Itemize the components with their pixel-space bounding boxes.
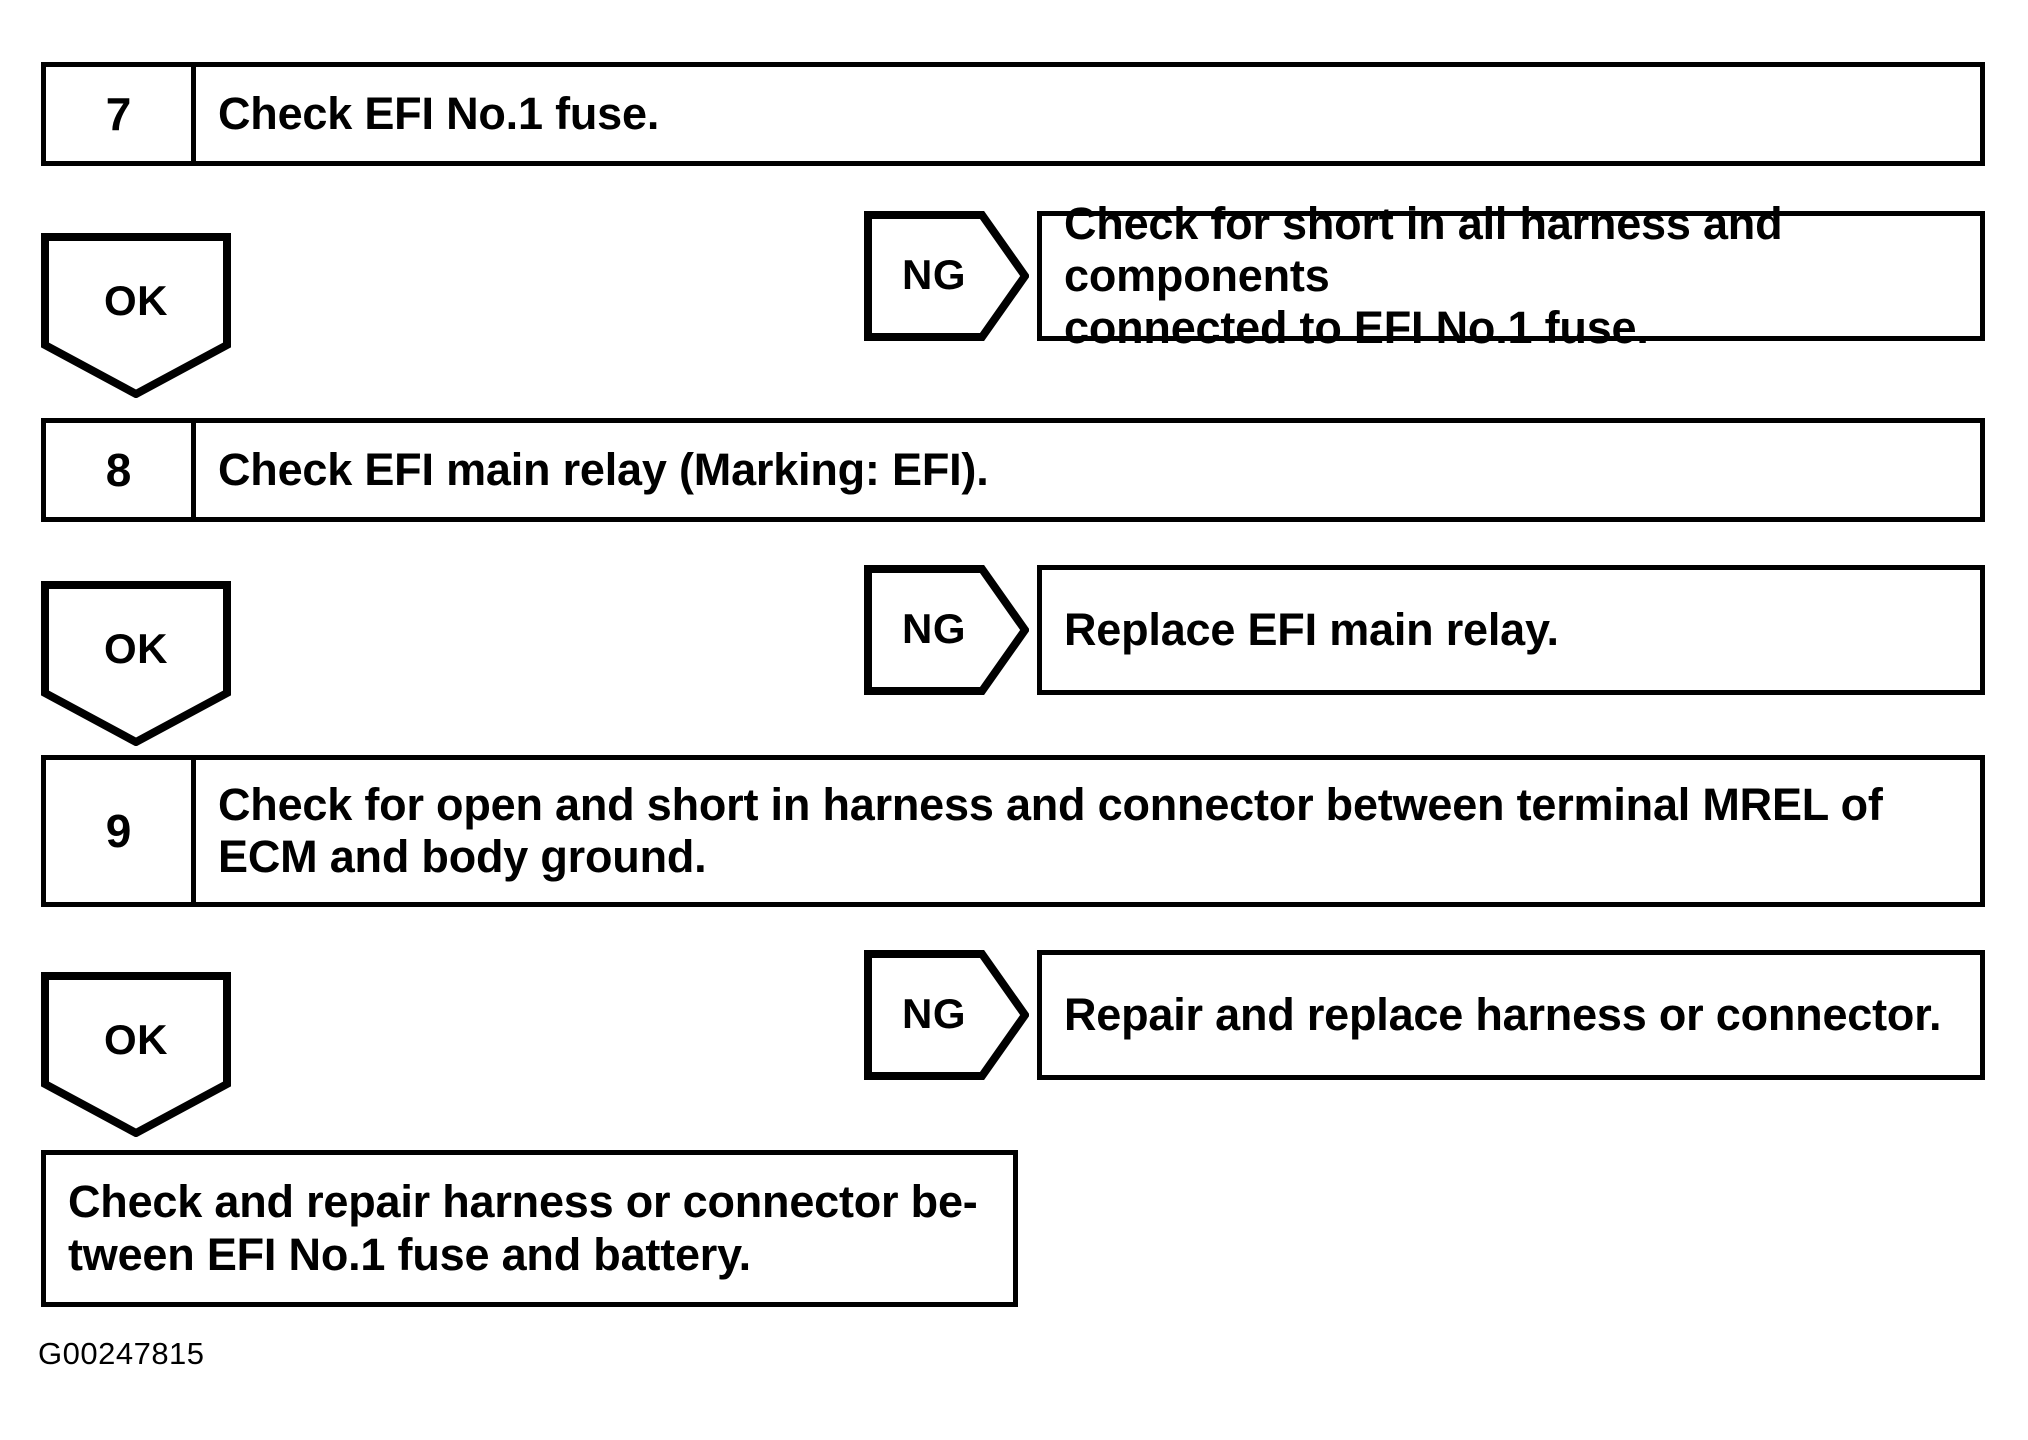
step-description: Check for open and short in harness and … [218, 778, 1883, 882]
ok-arrow-shape [41, 972, 231, 1137]
ng-arrow-9: NG [864, 950, 1029, 1080]
ok-arrow-8: OK [41, 581, 231, 746]
step-number: 9 [46, 760, 196, 902]
step-description: Check EFI No.1 fuse. [218, 87, 660, 139]
ok-arrow-label: OK [104, 1016, 168, 1063]
ng-result-text: Replace EFI main relay. [1064, 603, 1559, 655]
step-row-9: 9 Check for open and short in harness an… [41, 755, 1985, 907]
final-result-text: Check and repair harness or connector be… [68, 1176, 978, 1280]
step-row-7: 7 Check EFI No.1 fuse. [41, 62, 1985, 166]
ng-result-text: Check for short in all harness and compo… [1064, 197, 1783, 354]
ng-result-box-9: Repair and replace harness or connector. [1037, 950, 1985, 1080]
ng-arrow-shape [864, 211, 1029, 341]
ok-arrow-7: OK [41, 233, 231, 398]
ng-arrow-label: NG [902, 990, 966, 1037]
ok-arrow-9: OK [41, 972, 231, 1137]
step-number: 8 [46, 423, 196, 517]
ng-result-text: Repair and replace harness or connector. [1064, 988, 1942, 1040]
ng-result-box-8: Replace EFI main relay. [1037, 565, 1985, 695]
final-result-box: Check and repair harness or connector be… [41, 1150, 1018, 1307]
figure-code: G00247815 [38, 1336, 205, 1371]
step-description: Check EFI main relay (Marking: EFI). [218, 443, 989, 495]
ok-arrow-label: OK [104, 277, 168, 324]
ng-arrow-label: NG [902, 251, 966, 298]
ng-arrow-shape [864, 950, 1029, 1080]
ng-arrow-shape [864, 565, 1029, 695]
ng-arrow-8: NG [864, 565, 1029, 695]
ng-result-box-7: Check for short in all harness and compo… [1037, 198, 1985, 353]
ng-arrow-7: NG [864, 211, 1029, 341]
ng-arrow-label: NG [902, 605, 966, 652]
step-number: 7 [46, 67, 196, 161]
ok-arrow-label: OK [104, 625, 168, 672]
ok-arrow-shape [41, 233, 231, 398]
ok-arrow-shape [41, 581, 231, 746]
step-row-8: 8 Check EFI main relay (Marking: EFI). [41, 418, 1985, 522]
